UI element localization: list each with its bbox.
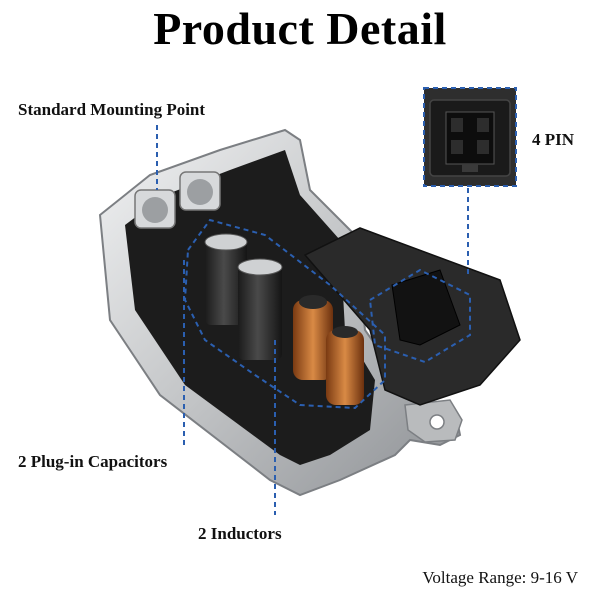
inductors-label: 2 Inductors xyxy=(198,524,282,543)
mounting-ear xyxy=(404,399,463,443)
capacitors xyxy=(204,233,283,360)
inner-board-outline xyxy=(183,218,386,410)
callouts xyxy=(156,87,517,515)
connector-outline xyxy=(368,268,471,364)
mounting-rollers xyxy=(134,171,221,229)
inductors xyxy=(293,295,364,405)
foam-block xyxy=(303,227,521,406)
pin-inset-outline xyxy=(423,87,517,187)
page-title: Product Detail xyxy=(153,3,447,54)
capacitors-label: 2 Plug-in Capacitors xyxy=(18,452,168,471)
mounting-point-label: Standard Mounting Point xyxy=(18,100,206,119)
pin-inset xyxy=(424,88,516,186)
voltage-range: Voltage Range: 9-16 V xyxy=(422,568,578,587)
pin-label: 4 PIN xyxy=(532,130,575,149)
